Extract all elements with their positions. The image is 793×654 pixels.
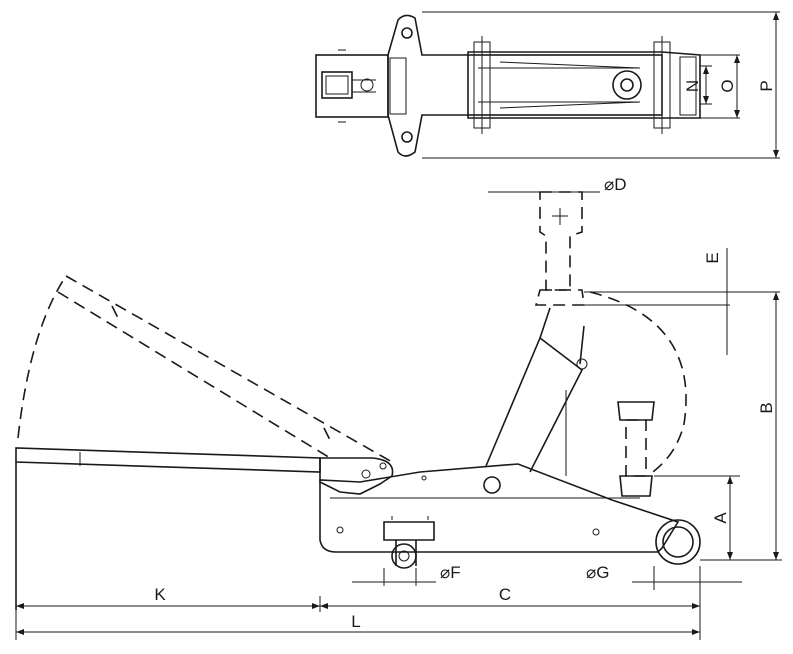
top-view — [315, 11, 780, 159]
side-view — [15, 191, 782, 640]
label-B: B — [757, 402, 776, 413]
label-D: ⌀D — [604, 175, 627, 194]
label-O: O — [718, 79, 737, 92]
label-P: P — [757, 80, 776, 91]
label-L: L — [351, 612, 360, 631]
label-E: E — [703, 252, 722, 263]
label-N: N — [683, 80, 702, 92]
label-G: ⌀G — [586, 563, 609, 582]
label-F: ⌀F — [440, 563, 461, 582]
label-A: A — [711, 512, 730, 524]
label-C: C — [499, 585, 511, 604]
label-K: K — [154, 585, 166, 604]
